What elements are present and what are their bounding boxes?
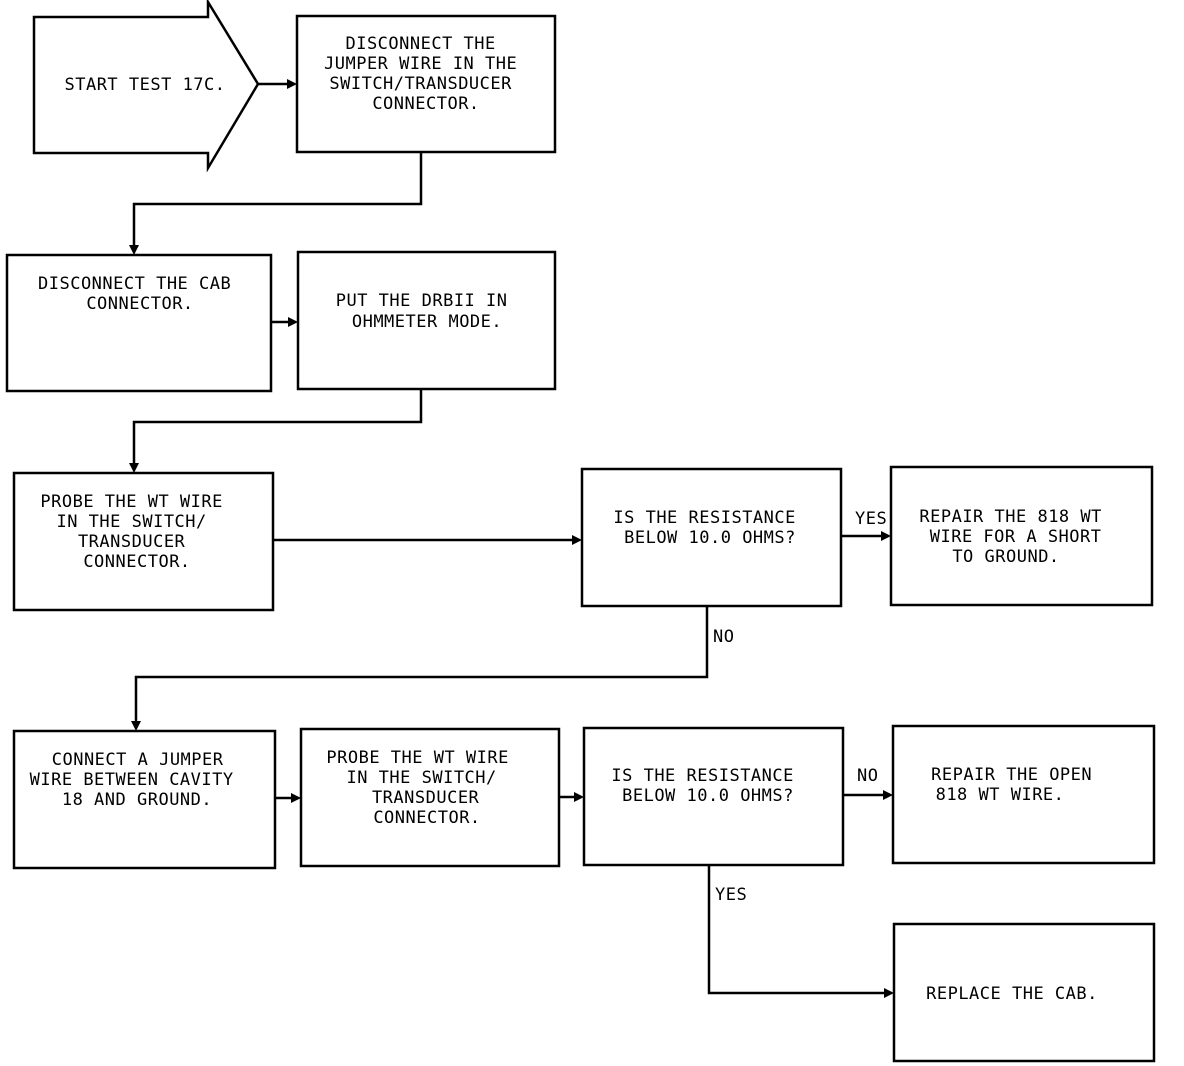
edge-label-no-1: NO <box>713 627 734 647</box>
repair-open-step: REPAIR THE OPEN 818 WT WIRE. <box>891 724 1156 865</box>
arrowhead <box>574 792 584 802</box>
probe-wt-wire-text-1: PROBE THE WT WIRE IN THE SWITCH/ TRANSDU… <box>40 492 233 572</box>
replace-cab-box <box>892 922 1156 1063</box>
connector-disconnect-jumper-to-disconnect-cab <box>129 152 423 255</box>
arrowhead <box>291 793 301 803</box>
connect-jumper-box <box>12 729 277 870</box>
put-drbii-text: PUT THE DRBII IN OHMMETER MODE. <box>336 291 519 332</box>
repair-short-step: REPAIR THE 818 WT WIRE FOR A SHORT TO GR… <box>889 465 1154 607</box>
decision-2: IS THE RESISTANCE BELOW 10.0 OHMS? <box>582 726 845 867</box>
connector-decision-1-yes: YES <box>841 509 891 541</box>
connector-connect-jumper-to-probe-wt-2 <box>275 793 301 803</box>
repair-short-box <box>889 465 1154 607</box>
disconnect-jumper-text: DISCONNECT THE JUMPER WIRE IN THE SWITCH… <box>324 34 528 114</box>
arrowhead <box>881 531 891 541</box>
arrowhead <box>572 535 582 545</box>
repair-open-text: REPAIR THE OPEN 818 WT WIRE. <box>931 765 1103 805</box>
probe-wt-wire-step-1: PROBE THE WT WIRE IN THE SWITCH/ TRANSDU… <box>12 471 275 612</box>
connector-start-to-disconnect-jumper <box>258 79 297 89</box>
connect-jumper-text: CONNECT A JUMPER WIRE BETWEEN CAVITY 18 … <box>30 750 245 810</box>
repair-short-text: REPAIR THE 818 WT WIRE FOR A SHORT TO GR… <box>919 507 1112 567</box>
arrowhead <box>129 463 139 473</box>
connector-put-drbii-to-probe-wt-1 <box>129 389 423 473</box>
probe-wt-wire-text-2: PROBE THE WT WIRE IN THE SWITCH/ TRANSDU… <box>326 748 519 828</box>
decision-1-text: IS THE RESISTANCE BELOW 10.0 OHMS? <box>613 508 806 548</box>
disconnect-jumper-box <box>295 14 557 154</box>
arrowhead <box>287 79 297 89</box>
decision-1: IS THE RESISTANCE BELOW 10.0 OHMS? <box>580 467 843 608</box>
repair-open-box <box>891 724 1156 865</box>
start-label: START TEST 17C. <box>64 75 225 95</box>
connector-disconnect-cab-to-put-drbii <box>271 317 298 327</box>
arrowhead <box>129 245 139 255</box>
arrowhead <box>288 317 298 327</box>
edge-label-no-2: NO <box>857 766 878 786</box>
probe-wt-wire-box-1 <box>12 471 275 612</box>
disconnect-cab-box <box>5 253 273 393</box>
connect-jumper-step: CONNECT A JUMPER WIRE BETWEEN CAVITY 18 … <box>12 729 277 870</box>
disconnect-cab-text: DISCONNECT THE CAB CONNECTOR. <box>38 274 242 314</box>
start-arrow-shape <box>32 0 260 173</box>
connector-probe-wt-1-to-decision-1 <box>273 535 582 545</box>
arrowhead <box>883 790 893 800</box>
arrowhead <box>131 721 141 731</box>
connector-probe-wt-2-to-decision-2 <box>559 792 584 802</box>
edge-label-yes-1: YES <box>855 509 887 529</box>
replace-cab-step: REPLACE THE CAB. <box>892 922 1156 1063</box>
put-drbii-step: PUT THE DRBII IN OHMMETER MODE. <box>296 250 557 391</box>
edge-label-yes-2: YES <box>715 885 747 905</box>
decision-2-text: IS THE RESISTANCE BELOW 10.0 OHMS? <box>611 766 804 806</box>
arrowhead <box>884 988 894 998</box>
probe-wt-wire-step-2: PROBE THE WT WIRE IN THE SWITCH/ TRANSDU… <box>299 727 561 868</box>
connector-decision-2-no: NO <box>843 766 893 800</box>
start-node: START TEST 17C. <box>32 0 260 173</box>
connector-decision-2-yes: YES <box>707 865 894 998</box>
replace-cab-text: REPLACE THE CAB. <box>926 984 1098 1004</box>
decision-2-box <box>582 726 845 867</box>
probe-wt-wire-box-2 <box>299 727 561 868</box>
disconnect-cab-step: DISCONNECT THE CAB CONNECTOR. <box>5 253 273 393</box>
put-drbii-box <box>296 250 557 391</box>
disconnect-jumper-step: DISCONNECT THE JUMPER WIRE IN THE SWITCH… <box>295 14 557 154</box>
connector-decision-1-no: NO <box>131 606 734 731</box>
decision-1-box <box>580 467 843 608</box>
